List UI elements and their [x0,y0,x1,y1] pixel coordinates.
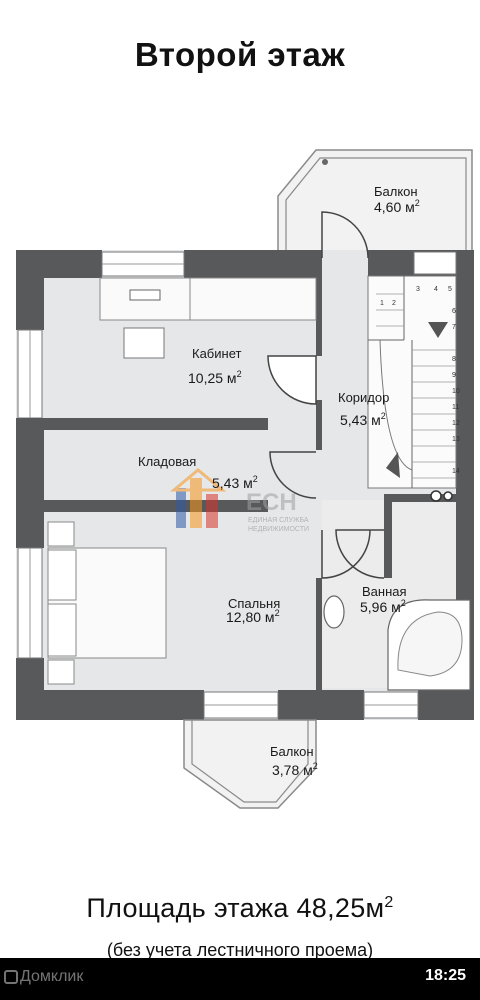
room-balcony-bottom-area: 3,78 м2 [272,761,318,778]
stair-arrow-top-icon [428,322,448,338]
stair-step-number: 13 [452,436,460,443]
room-bedroom-name: Спальня [228,596,280,611]
wall-bedroom-right [316,578,322,692]
staircase [367,275,457,489]
room-office-name: Кабинет [192,346,241,361]
room-bedroom-area: 12,80 м2 [226,608,280,625]
bed-pillow-top [47,549,77,601]
stair-step-number: 12 [452,420,460,427]
wall-left-mid [16,418,44,548]
room-balcony-top-area: 4,60 м2 [374,198,420,215]
stair-step-number: 6 [452,308,456,315]
stair-step-number: 5 [448,286,452,293]
watermark-line1: ЕДИНАЯ СЛУЖБА [248,517,309,524]
door-bedroom [321,529,371,579]
room-corridor-name: Коридор [338,390,389,405]
wall-bath-top [384,494,472,502]
room-balcony-top-name: Балкон [374,184,418,199]
wall-office-storage [16,418,268,430]
balcony-top-rail [285,157,467,258]
chair-icon [123,327,165,359]
bathtub-inner [397,611,463,677]
stove-icon-2 [443,491,453,501]
watermark-line2: НЕДВИЖИМОСТИ [248,526,309,533]
wall-top-mid [184,250,322,278]
wall-bottom-left [16,690,204,720]
wall-bottom-mid [278,690,364,720]
watermark-logo: ЕСН ЕДИНАЯ СЛУЖБА НЕДВИЖИМОСТИ [169,468,309,533]
stair-step-number: 14 [452,468,460,475]
balcony-drain-icon [322,159,328,165]
stove-icon-1 [430,490,442,502]
stair-step-number: 3 [416,286,420,293]
wall-storage-bedroom [16,500,268,512]
wall-stairs-left [384,494,392,578]
window-stairs [413,251,457,275]
status-app-name: Домклик [20,968,84,985]
door-bathroom [335,529,385,579]
room-balcony-bottom-name: Балкон [270,744,314,759]
floor-area-total: Площадь этажа 48,25м2 [86,893,394,923]
door-balcony [321,211,369,259]
room-office-area: 10,25 м2 [188,369,242,386]
room-bathroom-area: 5,96 м2 [360,598,406,615]
wall-storage-right [316,400,322,450]
stair-step-number: 11 [452,404,459,411]
balcony-bottom-floor [183,719,317,809]
page-title: Второй этаж [134,36,346,73]
room-corridor-area: 5,43 м2 [340,411,386,428]
status-bar: Домклик 18:25 [0,958,480,1000]
stair-step-number: 9 [452,372,456,379]
room-storage-area: 5,43 м2 [212,474,258,491]
app-icon [4,970,18,984]
wall-left-top [16,250,44,330]
door-storage [269,451,317,499]
bed-pillow-bottom [47,603,77,657]
nightstand-bottom [47,659,75,685]
balcony-bottom-rail [191,720,309,803]
stair-step-number: 10 [452,388,460,395]
stair-step-number: 7 [452,324,456,331]
stair-step-number: 4 [434,286,438,293]
watermark-letters: ЕСН [246,489,297,516]
nightstand-top [47,521,75,547]
room-storage-name: Кладовая [138,454,196,469]
stair-step-number: 2 [392,300,396,307]
wall-office-right [316,276,322,356]
sink-icon [323,595,345,629]
stair-step-number: 8 [452,356,456,363]
door-office [267,355,317,405]
status-time: 18:25 [425,967,466,984]
laptop-icon [129,289,161,301]
stair-step-number: 1 [380,300,384,307]
room-bathroom-name: Ванная [362,584,407,599]
floor-area-note: (без учета лестничного проема) [106,940,374,960]
stair-arrow-bottom-icon [386,452,400,478]
